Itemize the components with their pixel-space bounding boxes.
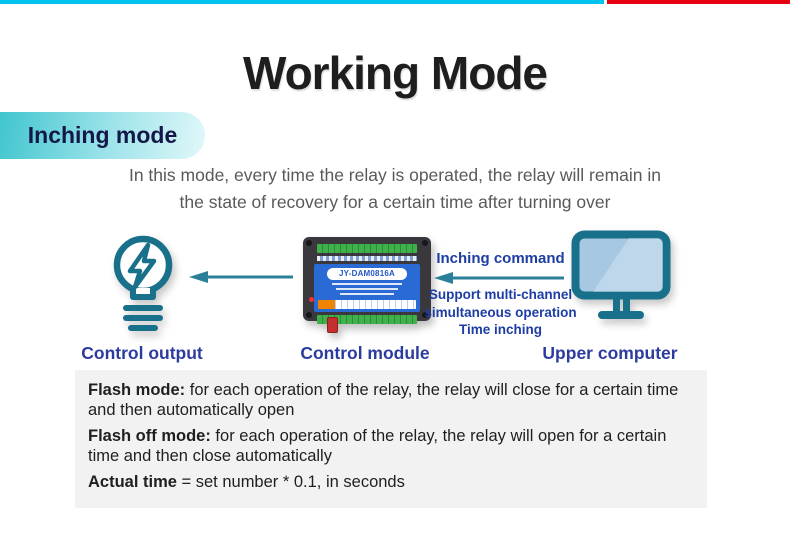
note-term: Flash off mode:	[88, 427, 211, 445]
description-line-2: the state of recovery for a certain time…	[179, 192, 611, 212]
control-module-image: JY-DAM0816A	[303, 233, 431, 335]
badge-label: Inching mode	[27, 122, 178, 148]
screw-icon	[422, 312, 428, 318]
description-line-1: In this mode, every time the relay is op…	[128, 165, 662, 185]
module-model-label: JY-DAM0816A	[327, 268, 407, 280]
inching-command-label: Inching command	[436, 250, 565, 267]
top-border-cyan	[0, 0, 604, 4]
caption-upper-computer: Upper computer	[542, 343, 678, 363]
screw-icon	[306, 240, 312, 246]
note-term: Actual time	[88, 473, 177, 491]
note-actual-time: Actual time = set number * 0.1, in secon…	[88, 473, 694, 493]
mode-notes-box: Flash mode: for each operation of the re…	[75, 370, 707, 508]
note-flash-mode: Flash mode: for each operation of the re…	[88, 381, 694, 420]
led-indicator	[309, 297, 314, 302]
page-title: Working Mode	[242, 47, 548, 99]
light-bulb-icon	[113, 235, 173, 331]
spec-line	[340, 292, 394, 295]
inching-mode-badge: Inching mode	[0, 112, 205, 159]
note-flash-off-mode: Flash off mode: for each operation of th…	[88, 427, 694, 466]
caption-control-module: Control module	[300, 343, 430, 363]
spec-line	[336, 287, 398, 290]
computer-monitor-icon	[571, 230, 671, 319]
pin-row	[317, 256, 417, 261]
module-board: JY-DAM0816A	[303, 237, 431, 324]
terminal-block-top	[317, 244, 417, 253]
support-note-line-3: Time inching	[458, 322, 542, 337]
left-arrow-computer-to-module	[434, 272, 564, 284]
caption-control-output: Control output	[81, 343, 203, 363]
note-text: = set number * 0.1, in seconds	[176, 473, 405, 491]
left-arrow-module-to-output	[189, 271, 293, 283]
terminal-label-strip	[318, 300, 416, 309]
screw-icon	[306, 312, 312, 318]
red-connector	[327, 317, 338, 333]
top-border-red	[607, 0, 790, 4]
support-note: Support multi-channel simultaneous opera…	[418, 286, 583, 339]
spec-line	[332, 282, 402, 285]
mode-description: In this mode, every time the relay is op…	[0, 162, 790, 216]
support-note-line-2: simultaneous operation	[424, 304, 577, 320]
orange-chip	[318, 300, 335, 309]
module-label-panel: JY-DAM0816A	[314, 264, 420, 312]
screw-icon	[422, 240, 428, 246]
note-text: for each operation of the relay, the rel…	[88, 381, 679, 419]
support-note-line-1: Support multi-channel	[428, 287, 573, 302]
note-text: for each operation of the relay, the rel…	[88, 427, 667, 465]
note-term: Flash mode:	[88, 381, 186, 399]
terminal-block-bottom	[317, 315, 417, 324]
